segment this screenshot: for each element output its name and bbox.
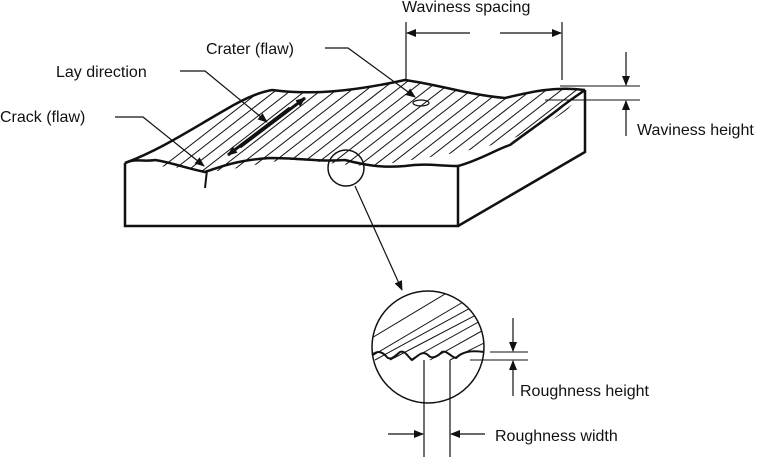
label-crack: Crack (flaw) — [0, 109, 85, 126]
crater-leader — [325, 47, 416, 98]
label-roughness-height: Roughness height — [520, 383, 650, 400]
crater-mark — [412, 99, 430, 107]
label-lay-direction: Lay direction — [56, 64, 147, 81]
magnify-leader — [354, 185, 403, 291]
waviness-height-dimension — [545, 52, 640, 136]
lay-direction-arrow — [227, 96, 306, 157]
magnify-source-circle — [327, 149, 365, 187]
roughness-height-dimension — [470, 318, 528, 396]
label-roughness-width: Roughness width — [495, 428, 618, 445]
block-body — [123, 88, 587, 228]
roughness-detail-circle — [371, 290, 485, 404]
crack-mark — [204, 169, 208, 189]
waviness-spacing-dimension — [405, 22, 563, 80]
lay-direction-leader — [180, 70, 268, 123]
label-waviness-spacing: Waviness spacing — [402, 0, 530, 16]
label-crater: Crater (flaw) — [206, 41, 294, 58]
roughness-width-dimension — [388, 360, 485, 457]
label-waviness-height: Waviness height — [637, 122, 754, 139]
crack-leader — [115, 116, 205, 167]
